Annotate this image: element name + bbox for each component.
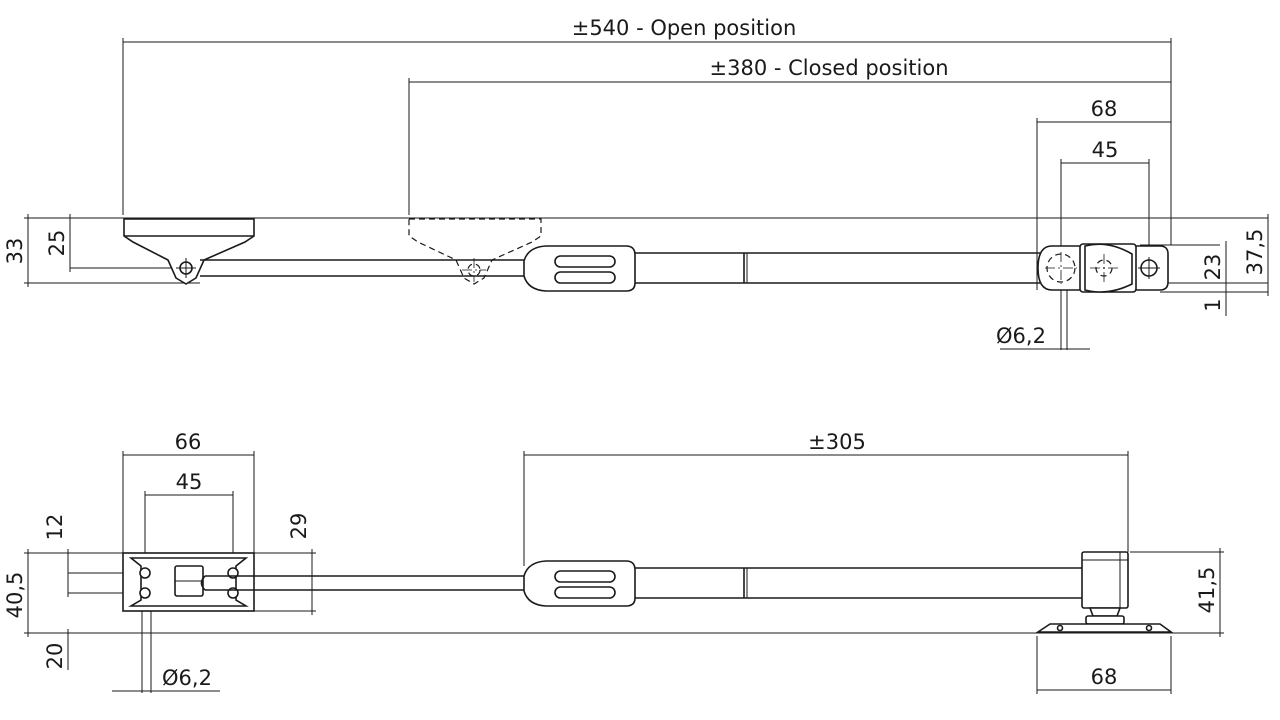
label-bracket-width: 68	[1091, 97, 1118, 121]
dimension-height-33: 33	[3, 214, 29, 287]
dimension-12: 12	[43, 514, 69, 597]
plan-view: 66 45 ±305 40,5 12	[3, 430, 1224, 694]
dimension-height-37-5: 37,5	[1243, 214, 1269, 296]
right-end-fitting-plan	[1035, 551, 1174, 634]
label-20: 20	[43, 643, 67, 670]
label-hole-diameter-bottom: Ø6,2	[162, 666, 212, 690]
label-hole-spacing-bottom: 45	[176, 470, 203, 494]
piston-rod-plan	[200, 575, 525, 591]
label-plate-width: 68	[1091, 665, 1118, 689]
dimension-height-25: 25	[45, 214, 71, 272]
side-view: ±540 - Open position ±380 - Closed posit…	[3, 16, 1269, 350]
gas-spring-body	[635, 252, 1040, 284]
dimension-spring-length: ±305	[523, 430, 1129, 566]
cylinder-grip	[523, 245, 636, 292]
dimension-offset-1: 1	[1201, 292, 1227, 316]
dimension-41-5: 41,5	[1195, 548, 1221, 637]
dimension-plate-width: 68	[1036, 636, 1172, 694]
right-end-fitting	[1037, 243, 1169, 293]
label-spring-length: ±305	[808, 430, 866, 454]
dimension-29: 29	[287, 513, 313, 615]
closed-position-block-outline	[408, 218, 542, 285]
label-base-width: 66	[175, 430, 202, 454]
label-height-25: 25	[45, 230, 69, 257]
label-hole-spacing-top: 45	[1092, 138, 1119, 162]
label-height-37-5: 37,5	[1243, 229, 1267, 276]
dimension-20: 20	[43, 629, 69, 670]
gas-spring-body-plan	[635, 567, 1082, 599]
label-40-5: 40,5	[3, 572, 27, 619]
dimension-height-23: 23	[1201, 241, 1227, 296]
label-12: 12	[43, 514, 67, 541]
label-offset-1: 1	[1201, 298, 1225, 311]
label-41-5: 41,5	[1195, 567, 1219, 614]
label-open-position: ±540 - Open position	[572, 16, 797, 40]
left-mounting-base	[122, 552, 255, 612]
label-height-23: 23	[1201, 254, 1225, 281]
dimension-bracket-width: 68	[1036, 97, 1171, 290]
dimension-40-5: 40,5	[3, 549, 29, 637]
dimension-hole-diameter-bottom: Ø6,2	[112, 600, 220, 693]
dimension-base-width: 66	[122, 430, 255, 555]
label-closed-position: ±380 - Closed position	[710, 56, 949, 80]
label-height-33: 33	[3, 238, 27, 265]
label-hole-diameter-top: Ø6,2	[996, 324, 1046, 348]
label-29: 29	[287, 513, 311, 540]
cylinder-grip-plan	[523, 560, 636, 607]
dimension-closed-position: ±380 - Closed position	[408, 56, 1171, 215]
piston-rod	[200, 259, 525, 277]
dimension-hole-diameter-top: Ø6,2	[996, 255, 1090, 350]
left-mounting-block	[123, 218, 255, 285]
dimension-open-position: ±540 - Open position	[122, 16, 1172, 245]
